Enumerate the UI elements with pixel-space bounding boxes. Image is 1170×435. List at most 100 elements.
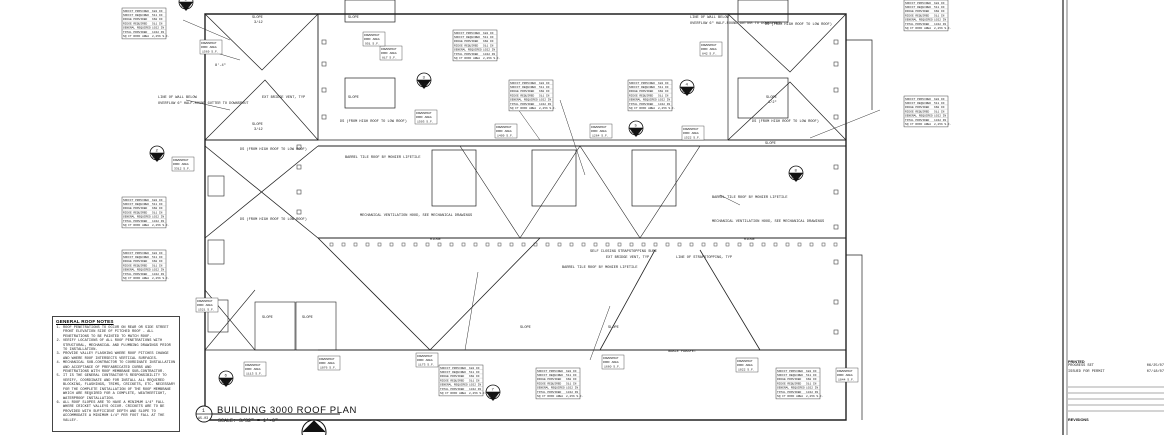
roof-area-value: 1022 S.F. — [738, 367, 755, 371]
roof-area-label: ROOF AREA — [737, 364, 753, 367]
calc-row-label: RIDGE REQUIRED — [454, 44, 479, 47]
overflow-gutter-note-right: OVERFLOW 6" HALF-ROUND GUTTER TO DOWNSPO… — [690, 21, 781, 26]
calc-row-value: 511 IN — [152, 211, 163, 214]
ridge-vent-marker — [653, 242, 658, 247]
section-tag: 1A5-02 — [178, 0, 194, 11]
section-tag: 5A4-02 — [628, 120, 644, 137]
calc-row-value: 511 IN — [658, 86, 669, 89]
calc-row-label: GENERAL REQUIRED — [454, 49, 482, 52]
calc-row-label: SOFFIT PROVIDED — [777, 370, 803, 373]
calc-row-value: 2,256 S.F. — [152, 277, 170, 280]
calc-row-label: GENERAL REQUIRED — [510, 99, 538, 102]
printed-row: PROGRESS SET 06/25/07 — [1068, 364, 1164, 370]
section-tag: 6A5-03 — [218, 370, 234, 387]
downspout-label: DOWNSPOUT — [319, 358, 335, 361]
calc-row-value: 511 IN — [566, 374, 577, 377]
calc-row-value: 511 IN — [658, 94, 669, 97]
downspout-label: DOWNSPOUT — [737, 360, 753, 363]
calc-row-label: SOFFIT PROVIDED — [510, 82, 536, 85]
calc-row-label: TOTAL PROVIDED — [123, 273, 148, 276]
downspout-label: DOWNSPOUT — [417, 355, 433, 358]
slope-2v: 3/12 — [254, 127, 263, 132]
calc-row-label: RIDGE REQUIRED — [777, 382, 802, 385]
calc-row-label: TOTAL PROVIDED — [905, 23, 930, 26]
calc-row-label: RIDGE PROVIDED — [905, 10, 930, 13]
calc-row-label: SQ FT ROOF AREA — [537, 395, 563, 398]
note-item: PROVIDE VALLEY FLASHING WHERE ROOF PITCH… — [63, 352, 176, 361]
calc-row-value: 1022 IN — [934, 19, 946, 22]
printed-row-label: PROGRESS SET — [1068, 364, 1094, 368]
north-arrow — [301, 419, 327, 435]
ridge-vent-marker — [365, 242, 370, 247]
ridge-vent-marker — [353, 242, 358, 247]
barrel-tile-2: BARREL TILE ROOF BY MONIER LIFETILE — [712, 196, 787, 200]
calc-row-label: RIDGE PROVIDED — [123, 18, 148, 21]
slope-4: SLOPE — [348, 96, 359, 100]
general-roof-notes: GENERAL ROOF NOTES ROOF PENETRATIONS TO … — [52, 316, 180, 432]
calc-row-label: SOFFIT PROVIDED — [454, 32, 480, 35]
calc-row-value: 660 IN — [806, 378, 817, 381]
ds-high-low-5: DS (FROM HIGH ROOF TO LOW ROOF) — [240, 217, 307, 222]
ds-high-low-4: DS (FROM HIGH ROOF TO LOW ROOF) — [240, 147, 307, 152]
calc-row-label: SOFFIT REQUIRED — [510, 86, 536, 89]
calc-row-value: 1022 IN — [483, 49, 495, 52]
ridge-vent-marker — [617, 242, 622, 247]
downspout-label: DOWNSPOUT — [381, 48, 397, 51]
printed-row-date: 06/25/07 — [1146, 364, 1164, 368]
ridge-vent-marker — [701, 242, 706, 247]
calc-row-label: SOFFIT REQUIRED — [777, 374, 803, 377]
roof-area-label: ROOF AREA — [201, 46, 217, 49]
printed-row: ISSUED FOR PERMIT 07/18/07 — [1068, 370, 1164, 376]
overflow-gutter-note: OVERFLOW 6" HALF-ROUND GUTTER TO DOWNSPO… — [158, 101, 249, 106]
roof-area-label: ROOF AREA — [496, 130, 512, 133]
calc-row-value: 511 IN — [566, 382, 577, 385]
note-item: ALL ROOF SLOPES ARE TO HAVE A MINIMUM 1/… — [63, 401, 176, 423]
section-tag-ref: A5-03 — [221, 381, 230, 384]
roof-area-value: 1569 S.F. — [202, 49, 219, 53]
calc-row-label: RIDGE PROVIDED — [123, 260, 148, 263]
calc-row-value: 511 IN — [152, 264, 163, 267]
ridge-vent-marker — [509, 242, 514, 247]
calc-row-label: SOFFIT REQUIRED — [440, 371, 466, 374]
notes-heading: GENERAL ROOF NOTES — [56, 319, 114, 324]
barrel-tile-1: BARREL TILE ROOF BY MONIER LIFETILE — [345, 156, 420, 160]
calc-row-label: SOFFIT PROVIDED — [537, 370, 563, 373]
roof-area-value: 3312 S.F. — [174, 166, 191, 170]
calc-row-label: TOTAL PROVIDED — [905, 119, 930, 122]
calc-row-value: 511 IN — [934, 110, 945, 113]
title-block-lines — [1068, 386, 1164, 412]
ridge-vent-marker — [605, 242, 610, 247]
calc-row-value: 511 IN — [934, 14, 945, 17]
ridge-vent-marker — [413, 242, 418, 247]
calc-row-value: 511 IN — [539, 94, 550, 97]
calc-row-value: 660 IN — [658, 90, 669, 93]
calc-row-value: 511 IN — [483, 44, 494, 47]
ridge-vent-marker — [449, 242, 454, 247]
slope-3: SLOPE — [348, 16, 359, 20]
roof-area-value: 1503 S.F. — [417, 119, 434, 123]
calc-row-value: 682 IN — [658, 82, 669, 85]
downspout-label: DOWNSPOUT — [173, 159, 189, 162]
calc-row-label: SOFFIT REQUIRED — [123, 14, 149, 17]
section-tag: 7A5-03 — [485, 384, 501, 401]
calc-row-value: 2,256 S.F. — [469, 392, 487, 395]
section-tag: 8A6-02 — [788, 165, 804, 182]
ridge-vent-marker — [689, 242, 694, 247]
barrel-tile-3: BARREL TILE ROOF BY MONIER LIFETILE — [562, 266, 637, 270]
section-tag-ref: A6-02 — [791, 176, 800, 179]
calc-row-label: TOTAL PROVIDED — [629, 103, 654, 106]
section-tag-num: 7 — [492, 389, 495, 393]
ridge-vent-marker — [737, 242, 742, 247]
roof-area-label: ROOF AREA — [245, 368, 261, 371]
calc-row-label: TOTAL PROVIDED — [440, 388, 465, 391]
calc-row-label: RIDGE PROVIDED — [777, 378, 802, 381]
section-tag-num: 2 — [156, 150, 159, 154]
calc-row-value: 1342 IN — [934, 23, 946, 26]
calc-row-label: SQ FT ROOF AREA — [440, 392, 466, 395]
roof-area-value: 1173 S.F. — [418, 362, 435, 366]
